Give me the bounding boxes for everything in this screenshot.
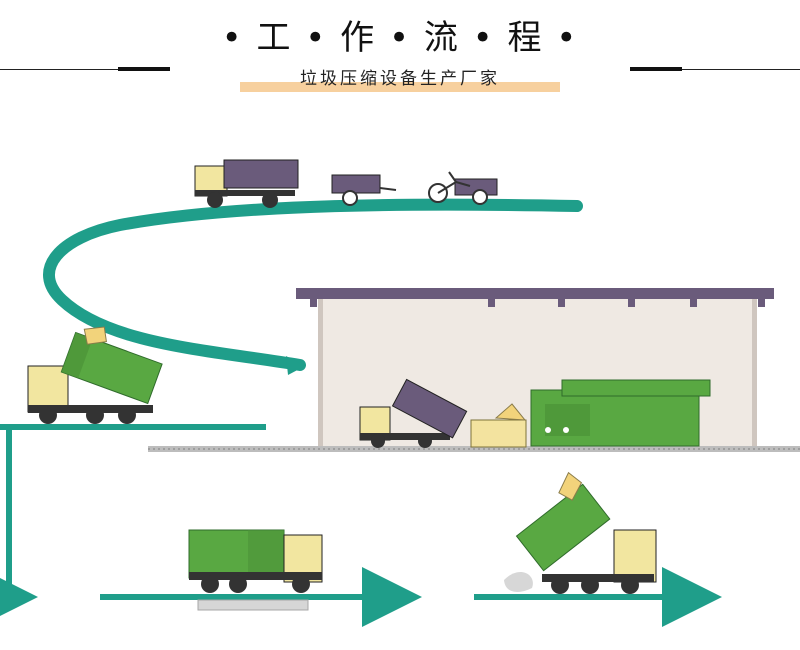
top-vehicles [194, 159, 498, 208]
compactor-machine [470, 379, 711, 448]
tricycle [428, 171, 498, 205]
header-rule-right-accent [630, 67, 682, 71]
station-dump-truck [359, 378, 468, 448]
station-ground [148, 446, 800, 452]
page-subtitle: 垃圾压缩设备生产厂家 [240, 66, 560, 92]
page-title: • 工 • 作 • 流 • 程 • [221, 18, 579, 58]
left-hooklift-truck [27, 326, 163, 424]
header-rule-left [0, 69, 170, 70]
curved-path-arrow [286, 356, 305, 375]
bottom-right-truck [504, 471, 657, 594]
header-rule-left-accent [118, 67, 170, 71]
curved-path-top [43, 198, 583, 371]
left-platform [0, 424, 266, 596]
bottom-left-truck [188, 529, 323, 611]
header: • 工 • 作 • 流 • 程 • 垃圾压缩设备生产厂家 [0, 0, 800, 110]
header-rule-right [630, 69, 800, 70]
collector-truck [194, 159, 299, 208]
hand-cart [331, 174, 397, 206]
